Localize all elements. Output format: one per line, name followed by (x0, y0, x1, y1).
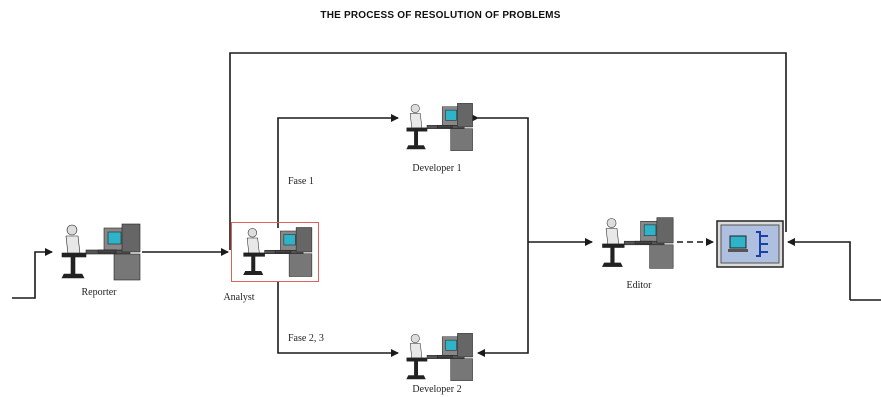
edge-dev1-to-merge (478, 118, 528, 353)
analyst-label: Analyst (223, 292, 254, 303)
edge-feedback-loop (230, 53, 786, 250)
developer2-workstation-icon (400, 330, 476, 384)
developer2-label: Developer 2 (412, 384, 461, 395)
developer1-workstation-icon (400, 100, 476, 154)
analyst-workstation-icon (234, 224, 318, 280)
edge-terminal-output (788, 242, 850, 300)
edge-label-fase1: Fase 1 (288, 176, 314, 187)
reporter-workstation-icon (56, 220, 142, 284)
developer1-label: Developer 1 (412, 163, 461, 174)
system-terminal-icon (716, 220, 784, 268)
edge-analyst-to-dev1 (278, 118, 398, 228)
editor-workstation-icon (596, 214, 676, 272)
edge-label-fase23: Fase 2, 3 (288, 333, 324, 344)
edge-input-to-reporter (12, 252, 52, 298)
reporter-label: Reporter (82, 287, 117, 298)
editor-label: Editor (627, 280, 652, 291)
